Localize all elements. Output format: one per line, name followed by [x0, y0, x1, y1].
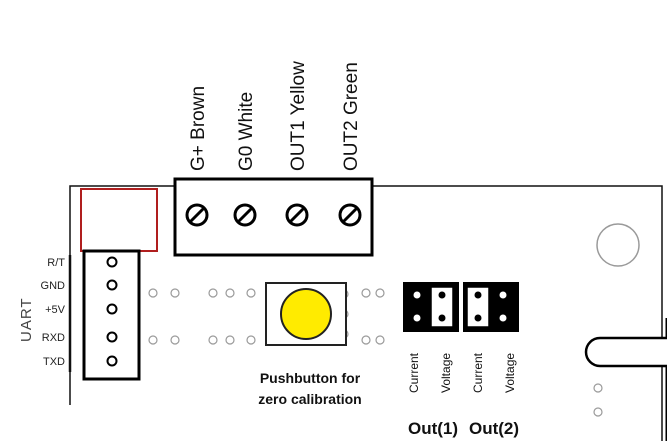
terminal-wire-labels: G+ Brown G0 White OUT1 Yellow OUT2 Green [188, 61, 362, 171]
small-hole [593, 407, 603, 417]
through-hole [225, 335, 235, 345]
jumper1-pin [413, 314, 421, 322]
jumper2-pin [474, 314, 482, 322]
jumper-out2[interactable] [463, 282, 519, 332]
through-hole [148, 288, 158, 298]
through-hole [170, 335, 180, 345]
uart-pin-label: RXD [42, 332, 65, 344]
jumper1-cap[interactable] [430, 286, 454, 328]
uart-pin [106, 331, 118, 343]
uart-pin [106, 256, 118, 268]
terminal-wire-label: OUT2 Green [341, 62, 362, 171]
jumper-mode-label: Voltage [503, 353, 517, 393]
jumper1-pin [438, 314, 446, 322]
uart-pin-label: R/T [47, 257, 65, 269]
through-hole [170, 288, 180, 298]
through-hole [375, 288, 385, 298]
terminal-block: G+ Brown G0 White OUT1 Yellow OUT2 Green [173, 61, 374, 257]
uart-pins: R/T GND +5V RXD TXD [41, 256, 118, 368]
through-hole [208, 288, 218, 298]
terminal-screw [285, 203, 309, 227]
through-hole [225, 288, 235, 298]
pushbutton-caption-line1: Pushbutton for [260, 370, 361, 386]
red-connector-box [80, 188, 158, 252]
pushbutton-caption-line2: zero calibration [258, 391, 361, 407]
through-hole [361, 335, 371, 345]
terminal-screw [185, 203, 209, 227]
output-label: Out(1) [408, 419, 458, 438]
jumper-mode-label: Current [407, 352, 421, 393]
pushbutton-cap[interactable] [280, 288, 332, 340]
uart-connector: UART R/T GND +5V RXD TXD [18, 249, 141, 381]
jumper1-pin [413, 291, 421, 299]
small-hole [593, 383, 603, 393]
jumper2-pin [499, 291, 507, 299]
jumper2-cap[interactable] [466, 286, 490, 328]
jumper-out1[interactable] [403, 282, 459, 332]
uart-pin [106, 303, 118, 315]
uart-pin [106, 279, 118, 291]
pushbutton[interactable] [265, 282, 347, 346]
jumper2-pin [499, 314, 507, 322]
terminal-screw [338, 203, 362, 227]
terminal-screw [233, 203, 257, 227]
terminal-wire-label: OUT1 Yellow [288, 61, 309, 171]
uart-pin-label: +5V [45, 304, 66, 316]
output-label: Out(2) [469, 419, 519, 438]
uart-pin-label: TXD [43, 356, 65, 368]
sensor-probe [584, 336, 667, 368]
terminal-screws [185, 203, 362, 227]
terminal-wire-label: G+ Brown [188, 86, 209, 171]
uart-title: UART [18, 297, 35, 342]
through-hole [246, 335, 256, 345]
uart-pin [106, 355, 118, 367]
through-hole [361, 288, 371, 298]
jumper-mode-label: Voltage [439, 353, 453, 393]
through-hole [148, 335, 158, 345]
jumper1-pin [438, 291, 446, 299]
through-hole [246, 288, 256, 298]
mounting-hole [596, 223, 640, 267]
through-hole [208, 335, 218, 345]
uart-pin-label: GND [41, 280, 66, 292]
terminal-wire-label: G0 White [236, 92, 257, 171]
jumper2-pin [474, 291, 482, 299]
jumper-mode-label: Current [471, 352, 485, 393]
through-hole [375, 335, 385, 345]
